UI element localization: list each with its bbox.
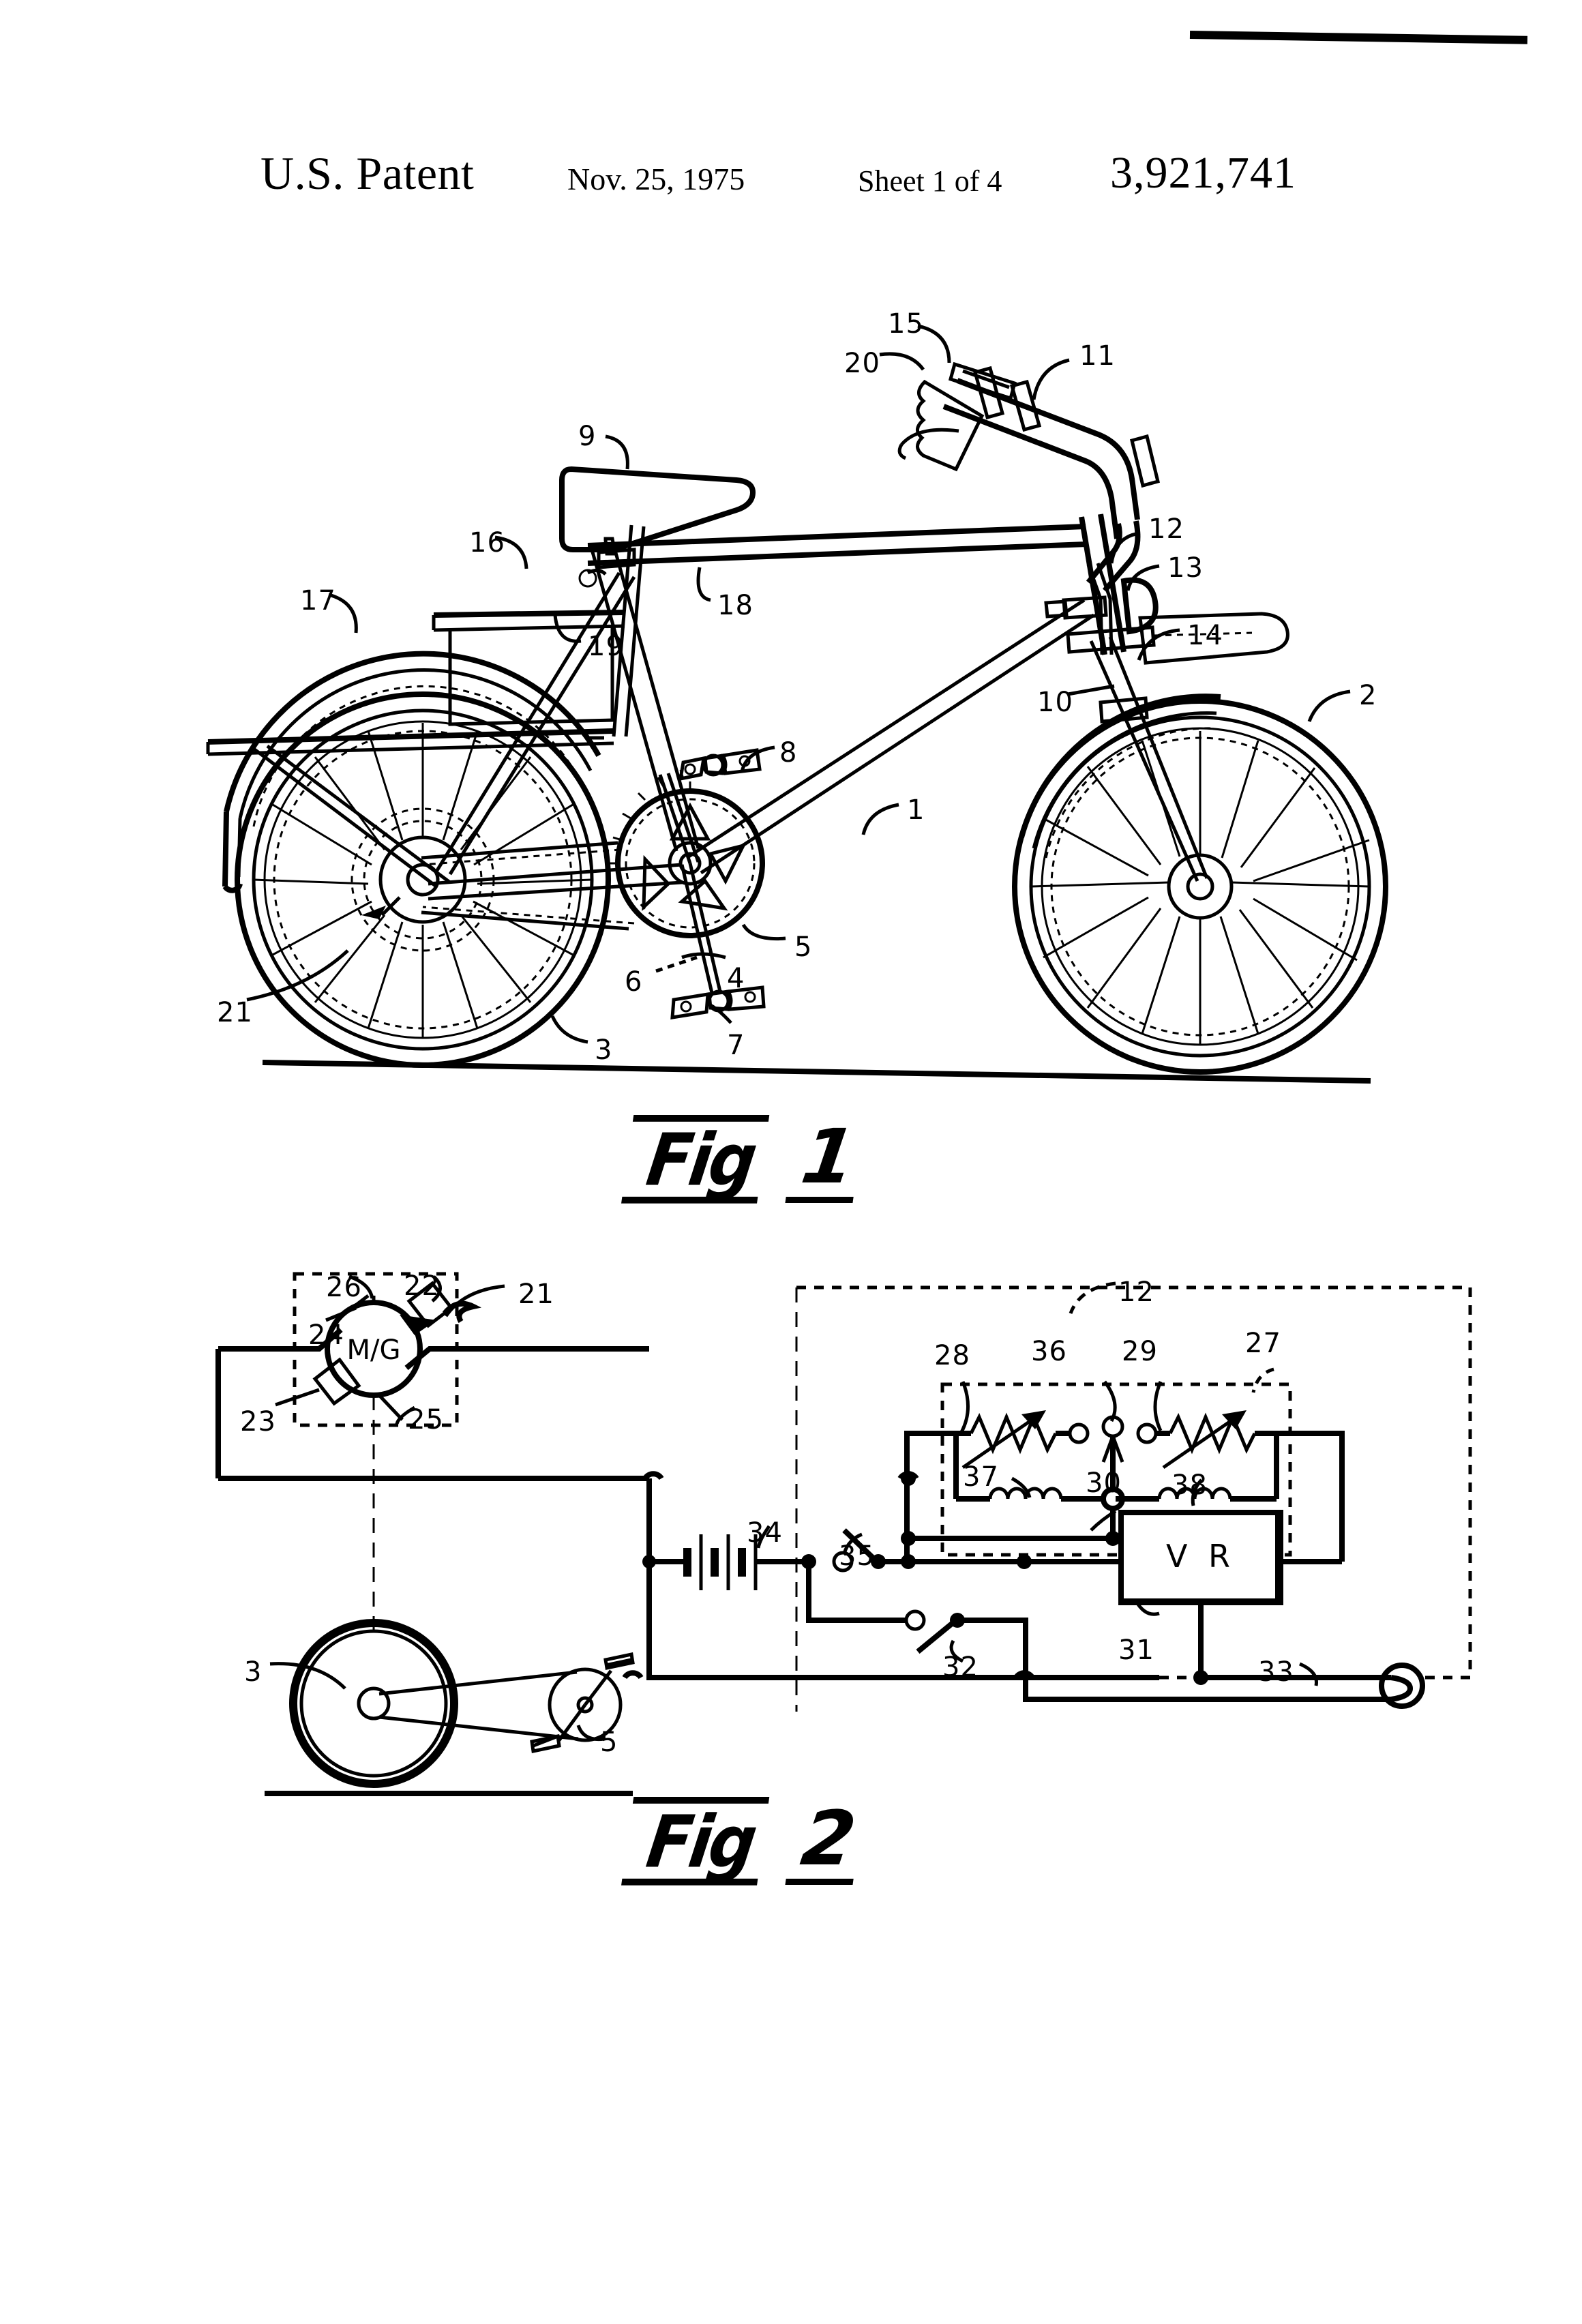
- fig1-callout-14: 14: [1187, 620, 1223, 651]
- fig1-callout-17: 17: [300, 585, 336, 616]
- fig2-callout-5: 5: [600, 1727, 618, 1758]
- rear-hub-motor-generator: [350, 807, 495, 952]
- mg-wiring: [215, 1327, 649, 1481]
- fig1-callout-9: 9: [578, 421, 597, 452]
- fig2-callout-36: 36: [1031, 1336, 1067, 1367]
- field-coils: [904, 1431, 1345, 1562]
- fig1-callout-12: 12: [1148, 513, 1184, 545]
- figure-1-caption-number: 1: [796, 1113, 861, 1200]
- figure-1-drawing: [0, 0, 1582, 1105]
- fig1-callout-20: 20: [844, 348, 880, 379]
- fig1-leader-lines: [246, 324, 1351, 1044]
- fig2-callout-25: 25: [408, 1404, 444, 1435]
- fig2-callout-21: 21: [518, 1279, 554, 1310]
- fig1-callout-10: 10: [1037, 687, 1073, 718]
- patent-date: Nov. 25, 1975: [567, 162, 745, 196]
- pedal-upper: [678, 748, 762, 781]
- fig2-callout-27: 27: [1245, 1328, 1281, 1359]
- switch-32: [806, 1562, 1028, 1678]
- front-wheel: [1012, 698, 1388, 1075]
- voltage-regulator-label: V R: [1166, 1538, 1236, 1575]
- fig1-callout-15: 15: [888, 308, 924, 340]
- rear-carrier: [206, 524, 646, 888]
- figure-1-caption-word: Fig: [642, 1118, 760, 1202]
- fig2-arrow-21: [400, 1315, 436, 1335]
- fig2-callout-37: 37: [963, 1461, 999, 1493]
- voltage-regulator: V R: [1024, 1510, 1342, 1685]
- fig1-callout-4: 4: [727, 963, 745, 994]
- handlebar-assembly: [897, 361, 1161, 655]
- bicycle-frame: [428, 513, 1209, 901]
- rheostat-28: [956, 1410, 1090, 1470]
- fig1-callout-19: 19: [588, 631, 624, 662]
- patent-number: 3,921,741: [1110, 148, 1296, 198]
- fig2-arrow-21-tail: [442, 1300, 481, 1324]
- fig1-callout-5: 5: [794, 932, 813, 963]
- fig1-callout-2: 2: [1359, 680, 1377, 711]
- fig2-callout-38: 38: [1171, 1470, 1208, 1501]
- fig2-callout-22: 22: [404, 1270, 440, 1302]
- fig1-callout-13: 13: [1167, 552, 1204, 584]
- fig2-callout-26: 26: [326, 1272, 362, 1303]
- figure-2-caption: Fig 2: [642, 1795, 861, 1884]
- fig2-callout-29: 29: [1122, 1336, 1158, 1367]
- front-fender: [1019, 612, 1289, 859]
- figure-1-caption: Fig 1: [642, 1113, 861, 1202]
- fig1-callout-18: 18: [717, 590, 753, 621]
- fig1-callout-7: 7: [727, 1030, 745, 1061]
- fig2-callout-28: 28: [934, 1340, 970, 1371]
- fig2-callout-35: 35: [839, 1540, 875, 1572]
- lamp-33: [1023, 1663, 1425, 1709]
- figure-2-drawing: M/G: [0, 1193, 1582, 1796]
- motor-generator-label: M/G: [347, 1335, 401, 1366]
- fig1-callout-11: 11: [1079, 340, 1116, 372]
- fig1-callout-3: 3: [595, 1034, 613, 1066]
- fig2-callout-31: 31: [1118, 1635, 1154, 1666]
- pedal-lower: [670, 985, 766, 1019]
- fig2-callout-3: 3: [244, 1656, 263, 1688]
- fig1-callout-1: 1: [907, 794, 925, 826]
- crank-and-sprocket: [421, 748, 766, 1019]
- fig2-drivetrain: [265, 1619, 635, 1796]
- fig2-callout-33: 33: [1258, 1656, 1294, 1688]
- seat: [559, 466, 756, 588]
- rheostat-29: [1136, 1410, 1277, 1470]
- figure-2-caption-number: 2: [796, 1795, 861, 1882]
- fig2-callout-32: 32: [942, 1652, 979, 1683]
- fig1-callout-8: 8: [779, 737, 798, 769]
- fig2-leader-lines: [269, 1275, 1318, 1742]
- fig1-callout-16: 16: [469, 527, 505, 558]
- figure-2-caption-word: Fig: [642, 1800, 760, 1884]
- fig1-callout-6: 6: [625, 966, 643, 998]
- fig2-callout-34: 34: [747, 1517, 783, 1549]
- fig2-callout-12: 12: [1118, 1277, 1154, 1308]
- patent-office-title: U.S. Patent: [260, 147, 475, 199]
- sheet-number: Sheet 1 of 4: [858, 164, 1002, 198]
- battery: [642, 1478, 1159, 1680]
- fig1-callout-21: 21: [217, 997, 253, 1028]
- fig2-callout-24: 24: [308, 1320, 344, 1351]
- fig2-callout-23: 23: [240, 1406, 276, 1437]
- fig2-callout-30: 30: [1086, 1468, 1122, 1499]
